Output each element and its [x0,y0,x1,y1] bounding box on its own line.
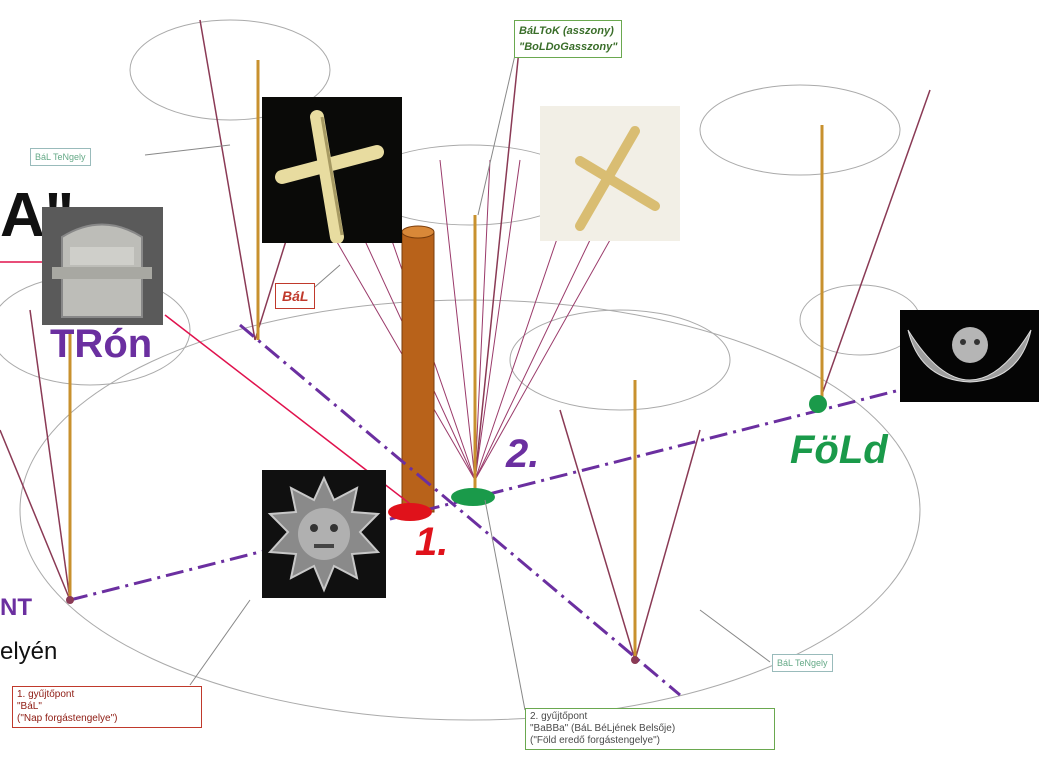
sun-face-icon [262,470,386,598]
gyujtopont1-line1: 1. gyűjtőpont [17,689,197,701]
point-2-marker [451,488,495,506]
fold-label: FöLd [790,428,888,473]
bal-tengely-label-bottom: BáL TeNgely [772,654,833,672]
label-text: BáL TeNgely [35,152,86,162]
cross-icon [262,97,402,243]
sun-face-photo [262,470,386,598]
central-pole-top [402,226,434,238]
gyujtopont2-line2: "BaBBa" (BáL BéLjének Belsője) [530,723,770,735]
gyujtopont1-line2: "BáL" [17,701,197,713]
throne-photo [42,207,163,325]
bottom-marker [631,656,639,664]
central-pole [402,232,434,512]
cross-dark-photo [262,97,402,243]
point-1-label: 1. [415,520,448,565]
gyujtopont-1-box: 1. gyűjtőpont "BáL" ("Nap forgástengelye… [12,686,202,728]
gyujtopont-2-box: 2. gyűjtőpont "BaBBa" (BáL BéLjének Bels… [525,708,775,750]
point-1-marker [388,503,432,521]
bal-label: BáL [275,283,315,309]
bal-tengely-label-top: BáL TeNgely [30,148,91,166]
fold-marker [809,395,827,413]
gyujtopont2-line1: 2. gyűjtőpont [530,711,770,723]
gyujtopont1-line3: ("Nap forgástengelye") [17,713,197,725]
nt-marker [66,596,74,604]
cross-light-photo [540,106,680,241]
cross-icon [540,106,680,241]
point-2-label: 2. [506,432,539,477]
throne-icon [42,207,163,325]
baltok-label: BáLToK (asszony) "BoLDoGasszony" [514,20,622,58]
nt-fragment: NT [0,594,32,622]
moon-face-photo [900,310,1039,402]
label-text: BáL TeNgely [777,658,828,668]
bal-text: BáL [282,288,308,304]
baltok-line2: "BoLDoGasszony" [519,39,617,55]
moon-face-icon [900,310,1039,402]
baltok-line1: BáLToK (asszony) [519,23,617,39]
elyen-fragment: elyén [0,638,57,666]
cone-top-right [700,85,900,175]
gyujtopont2-line3: ("Föld eredő forgástengelye") [530,735,770,747]
tron-label: TRón [50,322,152,367]
